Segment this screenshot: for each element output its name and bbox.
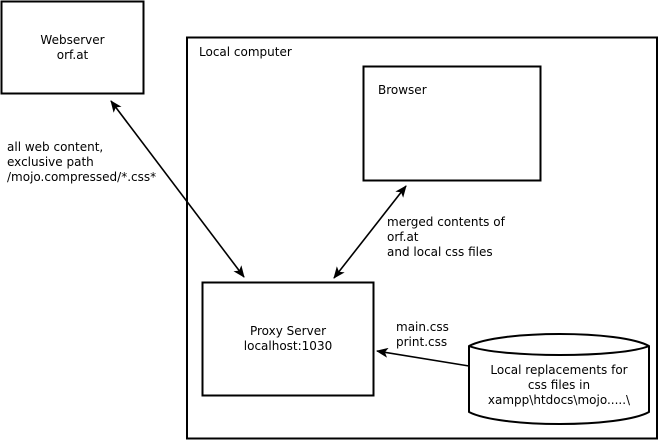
webserver-host: orf.at [56, 48, 89, 62]
edge-label-browser-proxy-line2: orf.at [387, 230, 419, 244]
edge-label-browser-proxy-line1: merged contents of [387, 215, 505, 229]
local-storage-label: Local replacements for css files in xamp… [469, 363, 649, 408]
local-storage-line2: css files in [527, 378, 591, 392]
edge-label-browser-proxy: merged contents of orf.at and local css … [387, 215, 505, 260]
edge-label-browser-proxy-line3: and local css files [387, 245, 493, 259]
webserver-box [0, 0, 145, 95]
arrow-storage-proxy [376, 347, 470, 367]
webserver-label: Webserver orf.at [1, 33, 144, 63]
local-storage-cylinder [468, 333, 650, 425]
arrow-browser-proxy [333, 185, 407, 279]
local-computer-label: Local computer [199, 45, 292, 59]
browser-box [362, 65, 542, 182]
local-storage-line3: xampp\htdocs\mojo.....\ [487, 393, 631, 407]
local-storage-line1: Local replacements for [490, 363, 628, 377]
edge-label-webserver-proxy: all web content, exclusive path /mojo.co… [7, 140, 156, 185]
arrow-webserver-proxy [110, 100, 245, 278]
edge-label-webserver-proxy-line1: all web content, [7, 140, 104, 154]
webserver-title: Webserver [40, 33, 105, 47]
edge-label-webserver-proxy-line3: /mojo.compressed/*.css* [7, 170, 157, 184]
edge-label-storage-proxy: main.css print.css [396, 320, 449, 350]
browser-label: Browser [378, 83, 427, 97]
proxy-server-host: localhost:1030 [243, 339, 333, 353]
edge-label-storage-proxy-line1: main.css [396, 320, 449, 334]
proxy-server-label: Proxy Server localhost:1030 [202, 324, 374, 354]
edge-label-storage-proxy-line2: print.css [396, 335, 448, 349]
edge-label-webserver-proxy-line2: exclusive path [7, 155, 94, 169]
proxy-server-title: Proxy Server [249, 324, 327, 338]
proxy-server-box [201, 281, 375, 397]
